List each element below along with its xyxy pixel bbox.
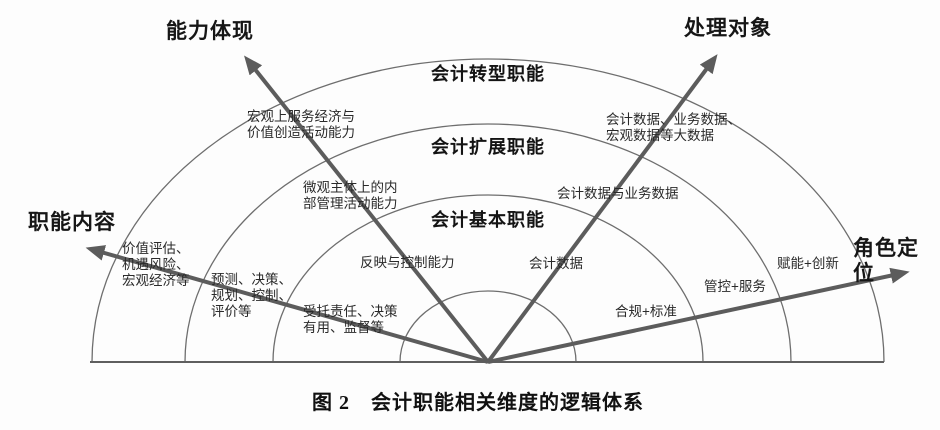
arc-third — [272, 194, 704, 363]
arc-inner — [399, 290, 577, 363]
annotation-content-outer: 价值评估、 机遇风险、 宏观经济等 — [122, 241, 190, 288]
ability-axis-arrow — [244, 55, 490, 364]
ring-label-transform-function: 会计转型职能 — [431, 64, 545, 84]
annotation-ability-outer: 宏观上服务经济与 价值创造活动能力 — [247, 109, 355, 140]
annotation-object-outer: 会计数据、业务数据、 宏观数据等大数据 — [606, 112, 741, 143]
axis-label-object: 处理对象 — [684, 17, 772, 40]
ring-label-extended-function: 会计扩展职能 — [431, 137, 545, 157]
axis-label-role: 角色定位 — [853, 237, 919, 285]
ring-label-basic-function: 会计基本职能 — [431, 210, 545, 230]
annotation-role-inner: 合规+标准 — [615, 304, 677, 319]
content-axis-arrow — [85, 245, 489, 364]
annotation-content-middle: 预测、决策、 规划、控制、 评价等 — [211, 272, 292, 319]
arc-outer — [91, 58, 885, 363]
role-axis-arrow — [487, 267, 910, 364]
annotation-ability-middle: 微观主体上的内 部管理活动能力 — [303, 180, 398, 211]
object-axis-arrow — [486, 54, 718, 364]
annotation-object-inner: 会计数据 — [529, 256, 583, 271]
axis-label-content: 职能内容 — [28, 211, 116, 234]
annotation-object-middle: 会计数据与业务数据 — [557, 186, 679, 201]
annotation-role-outer: 赋能+创新 — [777, 256, 839, 271]
axis-label-ability: 能力体现 — [166, 20, 254, 43]
figure-caption: 图 2 会计职能相关维度的逻辑体系 — [312, 392, 644, 414]
annotation-content-inner: 受托责任、决策 有用、监督等 — [303, 304, 398, 335]
arc-second — [184, 123, 792, 363]
annotation-ability-inner: 反映与控制能力 — [360, 255, 455, 270]
annotation-role-middle: 管控+服务 — [704, 279, 766, 294]
